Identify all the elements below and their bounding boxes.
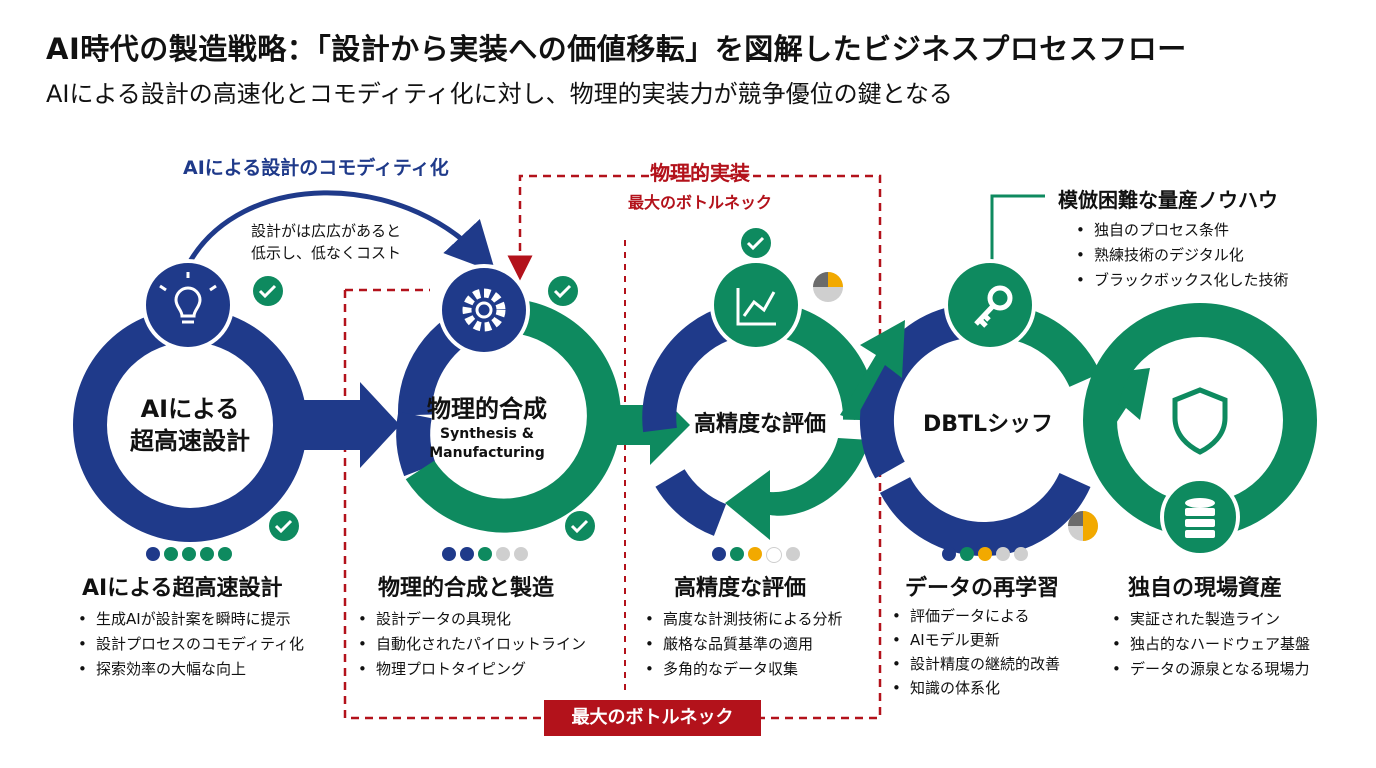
knowhow-title: 模倣困難な量産ノウハウ — [1058, 188, 1278, 212]
ring-dbtl-bottom — [879, 472, 1091, 556]
progress-dot — [514, 547, 528, 561]
commoditization-label: AIによる設計のコモディティ化 — [183, 157, 449, 179]
bottleneck-banner: 最大のボトルネック — [544, 700, 761, 736]
progress-dot — [1014, 547, 1028, 561]
progress-dots — [442, 547, 528, 561]
progress-dot — [712, 547, 726, 561]
progress-dot — [182, 547, 196, 561]
check-icon — [253, 276, 283, 306]
check-icon — [548, 276, 578, 306]
section-title: AIによる超高速設計 — [82, 576, 283, 601]
knowhow-connector — [990, 194, 1045, 262]
list-item: 評価データによる — [890, 604, 1060, 628]
list-item: 独自のプロセス条件 — [1074, 218, 1289, 243]
node-label-line: 超高速設計 — [130, 427, 250, 455]
list-item: AIモデル更新 — [890, 628, 1060, 652]
ring-synthesis-green — [405, 298, 621, 533]
commoditization-note-1: 設計がは広広があると — [251, 222, 402, 240]
section-list: 評価データによる AIモデル更新 設計精度の継続的改善 知識の体系化 — [890, 604, 1060, 700]
node-design-label: AIによる 超高速設計 — [130, 393, 250, 457]
progress-dot — [942, 547, 956, 561]
node-sub-line: Synthesis & — [440, 426, 534, 442]
list-item-continuation: AIモデル更新 — [910, 631, 1000, 649]
list-item: 多角的なデータ収集 — [643, 657, 843, 682]
commoditization-note-2: 低示し、低なくコスト — [251, 244, 402, 262]
section-list: 生成AIが設計案を瞬時に提示 設計プロセスのコモディティ化 探索効率の大幅な向上 — [76, 607, 304, 682]
database-icon — [1160, 477, 1240, 557]
shield-icon — [1172, 387, 1228, 455]
list-item: 独占的なハードウェア基盤 — [1110, 632, 1310, 657]
lightbulb-icon — [142, 259, 234, 351]
page-title: AI時代の製造戦略：「設計から実装への価値移転」を図解したビジネスプロセスフロー — [46, 32, 1187, 66]
list-item: 生成AIが設計案を瞬時に提示 — [76, 607, 304, 632]
section-list: 実証された製造ライン 独占的なハードウェア基盤 データの源泉となる現場力 — [1110, 607, 1310, 682]
progress-dots — [146, 547, 232, 561]
section-title: データの再学習 — [905, 576, 1060, 601]
list-item: 物理プロトタイピング — [356, 657, 586, 682]
list-item: 厳格な品質基準の適用 — [643, 632, 843, 657]
progress-dot — [200, 547, 214, 561]
commoditization-arrow — [185, 190, 496, 273]
progress-dot — [766, 547, 782, 563]
node-label-line: 物理的合成 — [427, 395, 547, 423]
node-label-line: AIによる — [140, 395, 240, 423]
list-item: 実証された製造ライン — [1110, 607, 1310, 632]
progress-dot — [786, 547, 800, 561]
progress-pie-icon — [1068, 511, 1098, 541]
list-item: 熟練技術のデジタル化 — [1074, 243, 1289, 268]
progress-dot — [442, 547, 456, 561]
progress-dots — [942, 547, 1028, 561]
flow-arrow-1 — [285, 382, 400, 468]
flow-arrow-3 — [840, 320, 905, 420]
ring-synthesis-left — [396, 411, 437, 477]
progress-dot — [460, 547, 474, 561]
list-item: 設計データの具現化 — [356, 607, 586, 632]
list-item: データの源泉となる現場力 — [1110, 657, 1310, 682]
gear-icon — [438, 264, 530, 356]
ring-eval-blue — [642, 305, 736, 433]
progress-dot — [960, 547, 974, 561]
list-item: 設計プロセスのコモディティ化 — [76, 632, 304, 657]
progress-dot — [146, 547, 160, 561]
progress-dot — [496, 547, 510, 561]
node-dbtl-label: DBTLシッフ — [922, 412, 1054, 437]
progress-dots — [712, 547, 800, 563]
list-item: 高度な計測技術による分析 — [643, 607, 843, 632]
node-synthesis-label: 物理的合成 Synthesis & Manufacturing — [427, 393, 547, 463]
list-item: 設計精度の継続的改善 — [890, 652, 1060, 676]
progress-pie-icon — [813, 272, 843, 302]
ring-eval-bottom-blue — [655, 468, 727, 536]
bottleneck-top-label: 最大のボトルネック — [627, 193, 773, 212]
check-icon — [565, 511, 595, 541]
progress-dot — [164, 547, 178, 561]
section-list: 設計データの具現化 自動化されたパイロットライン 物理プロトタイピング — [356, 607, 586, 682]
physical-impl-label: 物理的実装 — [650, 161, 750, 185]
section-title: 物理的合成と製造 — [378, 576, 555, 601]
progress-dot — [996, 547, 1010, 561]
knowhow-list: 独自のプロセス条件 熟練技術のデジタル化 ブラックボックス化した技術 — [1074, 218, 1289, 293]
node-eval-label: 高精度な評価 — [693, 412, 827, 437]
section-title: 高精度な評価 — [674, 576, 807, 601]
list-item: 知識の体系化 — [890, 676, 1060, 700]
list-item: 自動化されたパイロットライン — [356, 632, 586, 657]
check-icon — [741, 228, 771, 258]
progress-dot — [978, 547, 992, 561]
section-title: 独自の現場資産 — [1128, 576, 1283, 601]
key-icon — [944, 259, 1036, 351]
return-arrow — [725, 438, 870, 540]
section-list: 高度な計測技術による分析 厳格な品質基準の適用 多角的なデータ収集 — [643, 607, 843, 682]
list-item: 探索効率の大幅な向上 — [76, 657, 304, 682]
progress-dot — [478, 547, 492, 561]
chart-icon — [710, 259, 802, 351]
check-icon — [269, 511, 299, 541]
node-sub-line: Manufacturing — [429, 445, 545, 461]
progress-dot — [730, 547, 744, 561]
ring-dbtl-blue — [859, 305, 964, 479]
progress-dot — [218, 547, 232, 561]
list-item: ブラックボックス化した技術 — [1074, 268, 1289, 293]
page-subtitle: AIによる設計の高速化とコモディティ化に対し、物理的実装力が競争優位の鍵となる — [46, 80, 953, 108]
progress-dot — [748, 547, 762, 561]
